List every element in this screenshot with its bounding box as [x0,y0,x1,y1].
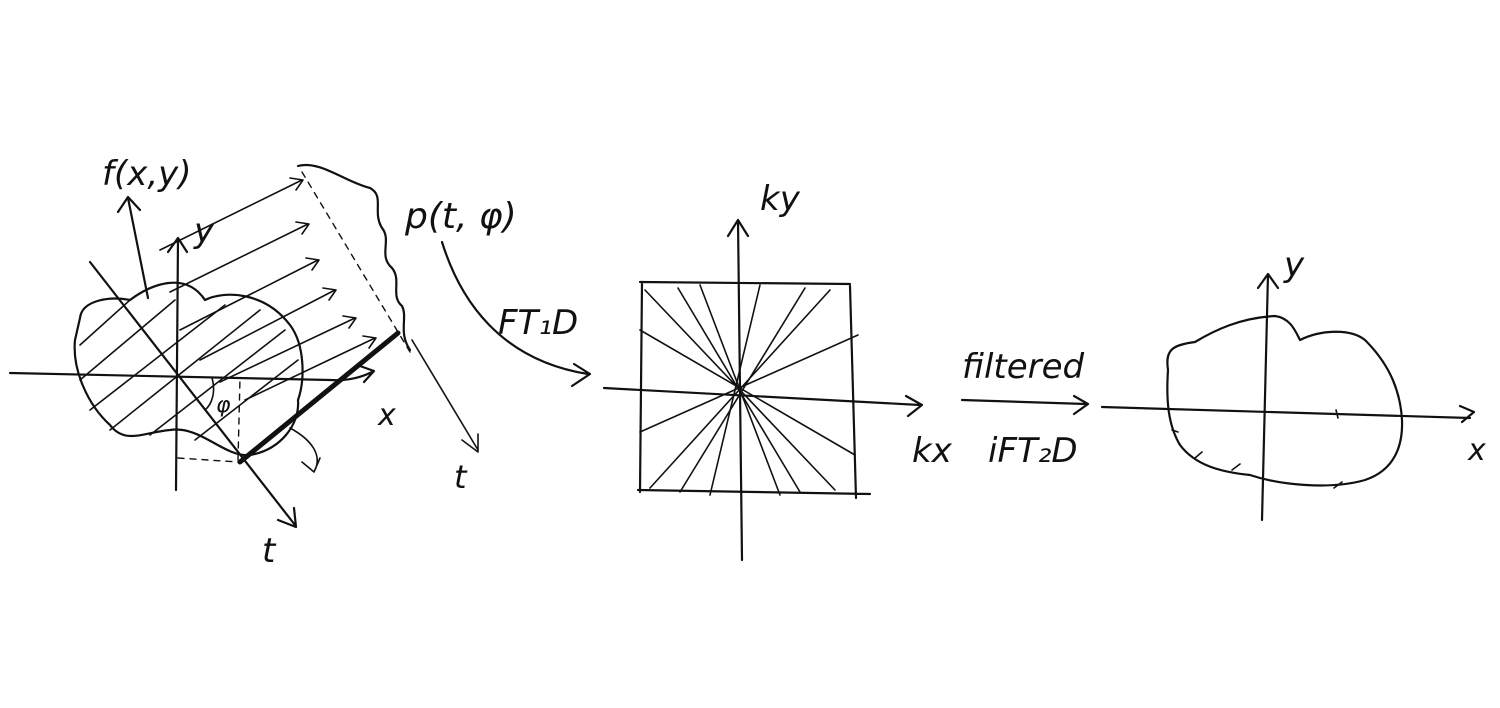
x-axis-label: x [377,398,396,433]
projection-t-label: t [454,458,468,496]
projection-t-axis [411,339,479,453]
kx-axis [602,386,924,418]
ky-axis [726,218,750,562]
tick-marks [1171,409,1343,489]
kspace-panel: ky kx [602,179,953,562]
function-label: f(x,y) [102,154,192,194]
integration-line [237,330,401,465]
ift2d-arrow [960,394,1090,416]
t-axis-label: t [262,531,277,571]
function-arrow [116,195,150,300]
x-axis [8,364,376,384]
image-y-axis [1256,272,1280,522]
ift2d-label: iFT₂D [988,431,1078,471]
filtered-label: filtered [962,347,1085,387]
projection-label: p(t, φ) [404,196,517,237]
image-x-label: x [1467,433,1486,468]
reconstructed-blob [1166,314,1404,487]
projection-labels: p(t, φ) t [404,196,517,496]
object-panel: f(x,y) y x t φ [8,154,479,571]
dashed-drop [177,377,241,463]
image-x-axis [1100,404,1476,424]
object-blob [73,281,304,457]
ky-label: ky [760,179,801,219]
object-hatching [79,299,299,441]
rotation-arrow [289,427,321,473]
ft1d-arrow [440,240,592,388]
kspace-box [636,280,872,500]
y-axis-label: y [193,211,215,251]
image-panel: y x [1100,245,1486,522]
t-axis [88,260,298,529]
angle-arc [204,377,215,411]
angle-label: φ [216,393,231,418]
image-y-label: y [1283,245,1305,285]
ift2d-arrow-group: filtered iFT₂D [960,347,1090,471]
ft1d-label: FT₁D [498,303,578,343]
kx-label: kx [912,431,953,471]
radial-spokes [639,284,859,496]
ft1d-arrow-group: FT₁D [440,240,592,388]
y-axis [166,236,189,492]
projection-rays [159,177,377,401]
projection-profile [296,163,412,352]
